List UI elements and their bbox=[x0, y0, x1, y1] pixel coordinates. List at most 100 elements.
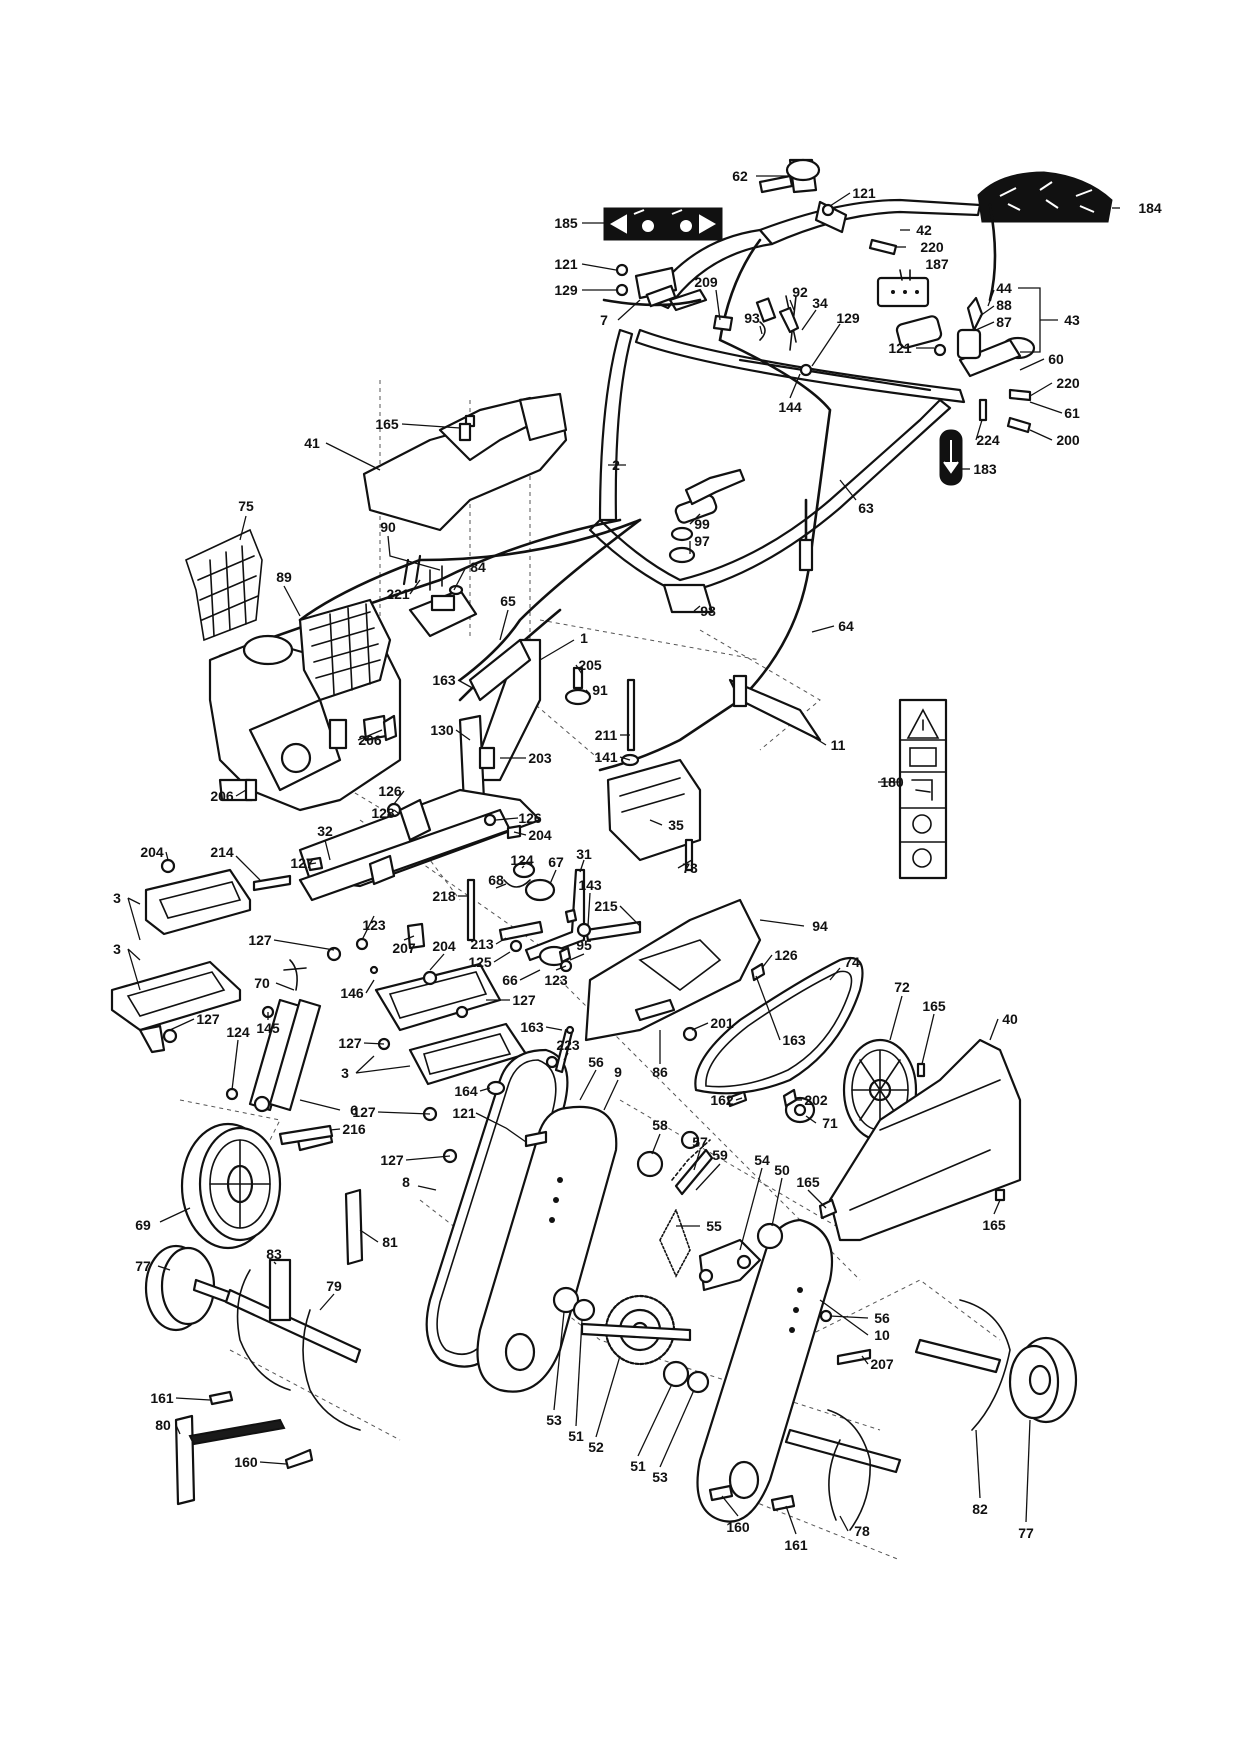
part-callout-123: 123 bbox=[362, 917, 386, 933]
part-callout-43: 43 bbox=[1064, 312, 1080, 328]
part-callout-83: 83 bbox=[266, 1246, 282, 1262]
part-callout-129: 129 bbox=[554, 282, 578, 298]
belt-8 bbox=[425, 1048, 569, 1368]
part-callout-180: 180 bbox=[880, 774, 904, 790]
part-callout-126: 126 bbox=[378, 783, 402, 799]
part-callout-165: 165 bbox=[796, 1174, 820, 1190]
part-callout-203: 203 bbox=[528, 750, 552, 766]
part-callout-223: 223 bbox=[556, 1037, 580, 1053]
part-callout-160: 160 bbox=[726, 1519, 750, 1535]
part-callout-41: 41 bbox=[304, 435, 320, 451]
part-callout-183: 183 bbox=[973, 461, 997, 477]
part-callout-124: 124 bbox=[510, 852, 534, 868]
leader-lines bbox=[127, 175, 1120, 1535]
frame bbox=[298, 638, 822, 942]
part-callout-92: 92 bbox=[792, 284, 808, 300]
part-callout-3: 3 bbox=[341, 1065, 349, 1081]
part-callout-204: 204 bbox=[432, 938, 456, 954]
part-callout-84: 84 bbox=[470, 559, 486, 575]
part-callout-121: 121 bbox=[452, 1105, 476, 1121]
part-callout-187: 187 bbox=[925, 256, 949, 272]
part-callout-218: 218 bbox=[432, 888, 456, 904]
part-callout-70: 70 bbox=[254, 975, 270, 991]
part-callout-121: 121 bbox=[852, 185, 876, 201]
part-callout-121: 121 bbox=[554, 256, 578, 272]
part-callout-211: 211 bbox=[595, 727, 618, 743]
part-callout-165: 165 bbox=[375, 416, 399, 432]
tines-left bbox=[144, 1188, 364, 1506]
part-callout-163: 163 bbox=[782, 1032, 806, 1048]
control-decal-184 bbox=[977, 171, 1113, 223]
part-callout-44: 44 bbox=[996, 280, 1012, 296]
part-callout-141: 141 bbox=[594, 749, 618, 765]
part-callout-124: 124 bbox=[226, 1024, 250, 1040]
part-callout-204: 204 bbox=[528, 827, 552, 843]
part-callout-60: 60 bbox=[1048, 351, 1064, 367]
part-callout-216: 216 bbox=[342, 1121, 366, 1137]
part-callout-58: 58 bbox=[652, 1117, 668, 1133]
engine-cover-41 bbox=[362, 392, 568, 532]
belt-guard-40 bbox=[828, 1038, 1022, 1242]
part-callout-71: 71 bbox=[822, 1115, 838, 1131]
part-callout-3: 3 bbox=[113, 890, 121, 906]
part-callout-52: 52 bbox=[588, 1439, 604, 1455]
belt-74 bbox=[694, 957, 864, 1095]
part-callout-68: 68 bbox=[488, 872, 504, 888]
foot-plate-mid-3 bbox=[374, 962, 502, 1032]
air-filter-grid-75 bbox=[185, 528, 263, 642]
wheel-69 bbox=[180, 1122, 334, 1250]
part-callout-126: 126 bbox=[518, 810, 542, 826]
part-callout-163: 163 bbox=[520, 1019, 544, 1035]
part-callout-8: 8 bbox=[402, 1174, 410, 1190]
shift-lever-54 bbox=[698, 1238, 762, 1292]
part-callout-164: 164 bbox=[454, 1083, 478, 1099]
foot-plate-upper-3 bbox=[144, 868, 252, 936]
part-callout-77: 77 bbox=[1018, 1525, 1034, 1541]
part-callout-10: 10 bbox=[874, 1327, 890, 1343]
part-callout-125: 125 bbox=[468, 954, 492, 970]
part-callout-80: 80 bbox=[155, 1417, 171, 1433]
part-callout-165: 165 bbox=[982, 1217, 1006, 1233]
part-callout-72: 72 bbox=[894, 979, 910, 995]
part-callout-144: 144 bbox=[778, 399, 802, 415]
part-callout-165: 165 bbox=[922, 998, 946, 1014]
part-callout-11: 11 bbox=[831, 737, 846, 753]
chaincase-9 bbox=[476, 1105, 618, 1393]
chaincase-10 bbox=[696, 1218, 834, 1523]
part-callout-127: 127 bbox=[380, 1152, 404, 1168]
part-callout-123: 123 bbox=[544, 972, 568, 988]
part-callout-55: 55 bbox=[706, 1218, 722, 1234]
part-callout-93: 93 bbox=[744, 310, 760, 326]
part-callout-81: 81 bbox=[382, 1234, 398, 1250]
part-callout-163: 163 bbox=[432, 672, 456, 688]
part-callout-42: 42 bbox=[916, 222, 932, 238]
part-callout-202: 202 bbox=[804, 1092, 828, 1108]
part-callout-213: 213 bbox=[470, 936, 494, 952]
part-callout-97: 97 bbox=[694, 533, 710, 549]
part-callout-162: 162 bbox=[710, 1092, 734, 1108]
part-callout-9: 9 bbox=[614, 1064, 622, 1080]
part-callout-34: 34 bbox=[812, 295, 828, 311]
part-callout-87: 87 bbox=[996, 314, 1012, 330]
part-callout-204: 204 bbox=[140, 844, 164, 860]
part-callout-53: 53 bbox=[546, 1412, 562, 1428]
part-callout-90: 90 bbox=[380, 519, 396, 535]
label-plate-187 bbox=[876, 276, 930, 308]
part-callout-206: 206 bbox=[358, 732, 382, 748]
part-callout-146: 146 bbox=[340, 985, 364, 1001]
throttle-unit-84 bbox=[408, 565, 478, 638]
part-callout-3: 3 bbox=[113, 941, 121, 957]
part-callout-78: 78 bbox=[854, 1523, 870, 1539]
tensioner-parts bbox=[498, 861, 642, 973]
part-callout-32: 32 bbox=[317, 823, 333, 839]
part-callout-51: 51 bbox=[568, 1428, 584, 1444]
part-callout-57: 57 bbox=[692, 1134, 708, 1150]
part-callout-59: 59 bbox=[712, 1147, 728, 1163]
part-callout-161: 161 bbox=[150, 1390, 174, 1406]
part-callout-220: 220 bbox=[1056, 375, 1080, 391]
part-callout-207: 207 bbox=[870, 1356, 894, 1372]
part-callout-75: 75 bbox=[238, 498, 254, 514]
part-callout-127: 127 bbox=[248, 932, 272, 948]
part-callout-127: 127 bbox=[196, 1011, 220, 1027]
